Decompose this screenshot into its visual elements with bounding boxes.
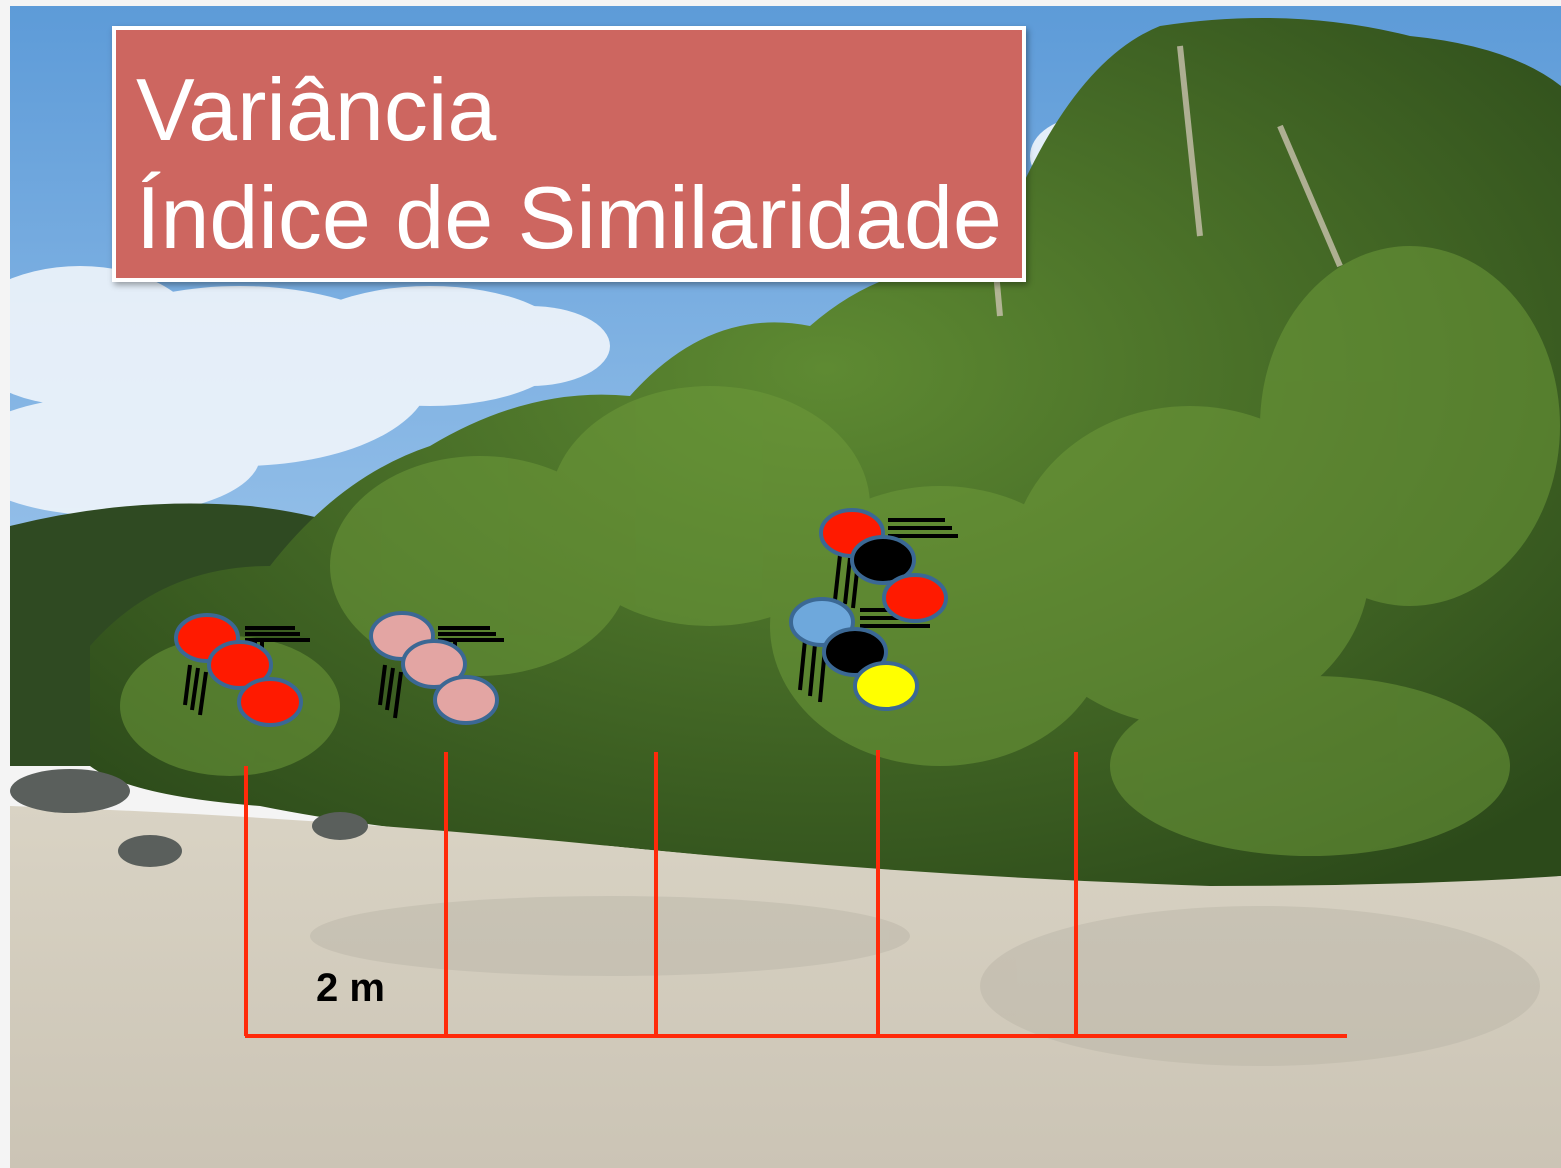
insect-icon [369, 611, 499, 725]
sand-shadows [310, 896, 1540, 1066]
sand-beach [10, 806, 1561, 1168]
slide-title-line-2: Índice de Similaridade [136, 168, 1002, 267]
transect-lines [244, 750, 1347, 1038]
rocks [10, 769, 368, 867]
insect-icon [174, 613, 303, 727]
title-box [112, 26, 1026, 282]
insect-icon [789, 508, 948, 711]
scale-label: 2 m [316, 966, 385, 1010]
slide-title-line-1: Variância [136, 60, 497, 159]
